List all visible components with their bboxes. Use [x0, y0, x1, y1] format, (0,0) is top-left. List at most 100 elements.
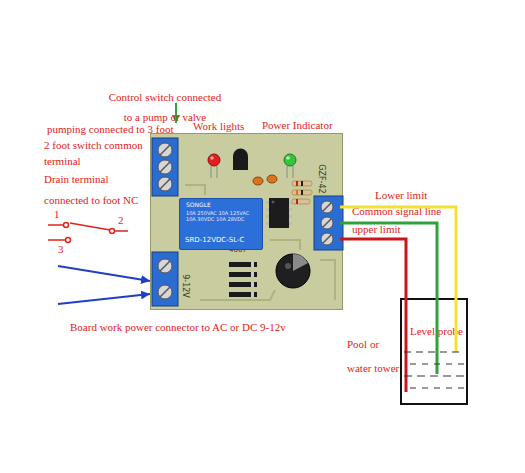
switch-lever [70, 223, 110, 230]
water-dash [404, 376, 464, 377]
probe-wire [340, 239, 406, 298]
screw-slot [323, 203, 331, 211]
terminal-body [152, 252, 178, 306]
relay-rating: 10A 250VAC 10A 125VAC 10A 30VDC 10A 28VD… [186, 210, 260, 222]
screw-slot [160, 145, 170, 155]
resistor-group [292, 181, 312, 204]
pool-label: Pool or water tower [347, 332, 403, 380]
screw-slot [160, 179, 170, 189]
switch-lead [48, 224, 63, 226]
capacitor-highlight [285, 263, 291, 269]
ic-chip [266, 198, 292, 228]
diode-symbol [229, 282, 257, 287]
resistor-symbol [292, 190, 312, 195]
diode-symbol [229, 262, 257, 267]
resistor-band [296, 181, 298, 186]
wire-label: Common signal line [352, 203, 441, 219]
ceramic-capacitor [253, 177, 263, 185]
diode-band [251, 262, 254, 267]
ic-pin [266, 208, 270, 211]
annotation-label: Power Indicator [262, 117, 333, 133]
diode-group [229, 262, 257, 297]
diode-band [251, 292, 254, 297]
silkscreen-text: 9-12V [180, 274, 190, 298]
wire-layer [340, 207, 456, 298]
electrolytic-capacitor [276, 254, 310, 288]
terminal-block [314, 196, 343, 250]
terminal-block [152, 138, 178, 196]
led-lead [211, 166, 212, 178]
resistor-symbol [292, 199, 310, 204]
led-lead [293, 166, 294, 178]
probe-label: Level probe [410, 323, 463, 339]
led-highlight [210, 156, 214, 160]
power-arrow [58, 266, 150, 281]
screw-slot [323, 219, 331, 227]
annotation-label: Drain terminal [44, 171, 108, 187]
callout-number: 1 [54, 206, 60, 222]
resistor-symbol [292, 181, 312, 186]
probe-line [455, 298, 458, 352]
resistor-band [301, 190, 303, 195]
water-dash [404, 352, 464, 353]
diode-symbol [229, 272, 257, 277]
diode-band [251, 272, 254, 277]
pcb-trace [270, 240, 300, 250]
pcb-trace [200, 290, 275, 300]
capacitor-stripe [293, 254, 308, 271]
transistor [233, 149, 248, 170]
relay-brand: SONGLE [186, 201, 211, 209]
callout-number: 2 [118, 212, 124, 228]
terminal-screw [321, 217, 333, 229]
water-dash [410, 388, 464, 389]
power-arrow [58, 294, 150, 304]
ic-pin [266, 215, 270, 218]
terminal-block [152, 252, 178, 306]
resistor-band [296, 190, 298, 195]
led-lead [287, 166, 288, 178]
wire-label: Lower limit [375, 187, 427, 203]
terminal-screw [158, 259, 172, 273]
annotation-label: Board work power connector to AC or DC 9… [70, 319, 286, 335]
capacitor-body [276, 254, 310, 288]
switch-lead [115, 230, 128, 232]
probe-wire [340, 223, 437, 298]
wire-label: upper limit [352, 221, 401, 237]
screw-slot [160, 261, 170, 271]
switch-lead [48, 239, 65, 241]
pcb-traces [185, 185, 335, 300]
relay-model: SRD-12VDC-SL-C [185, 236, 244, 245]
screw-slot [323, 235, 331, 243]
ic-body [269, 198, 289, 228]
terminal-screw [321, 233, 333, 245]
relay-box: SONGLE10A 250VAC 10A 125VAC 10A 30VDC 10… [179, 198, 263, 250]
annotation-label: Work lights [193, 118, 244, 134]
terminal-screw [158, 143, 172, 157]
led-lead [217, 166, 218, 178]
terminal-screw [158, 177, 172, 191]
water-dash [410, 364, 464, 365]
ic-pin [288, 201, 292, 204]
switch-contact [66, 238, 71, 243]
screw-slot [160, 287, 170, 297]
led-highlight [286, 156, 290, 160]
switch-contact [64, 223, 69, 228]
terminal-screw [158, 160, 172, 174]
ic-pin [288, 208, 292, 211]
diode-band [251, 282, 254, 287]
resistor-band [296, 199, 298, 204]
probe-line [405, 298, 408, 392]
resistor-band [301, 181, 303, 186]
terminal-body [152, 138, 178, 196]
terminal-screw [158, 285, 172, 299]
silkscreen-text: GZF-42 [316, 164, 326, 193]
probe-wire [340, 207, 456, 298]
ceramic-capacitor [267, 175, 277, 183]
green-led [284, 154, 296, 166]
terminal-body [314, 196, 343, 250]
terminal-screw [321, 201, 333, 213]
red-led [208, 154, 220, 166]
water-surface [404, 352, 464, 388]
ic-pin [266, 201, 270, 204]
